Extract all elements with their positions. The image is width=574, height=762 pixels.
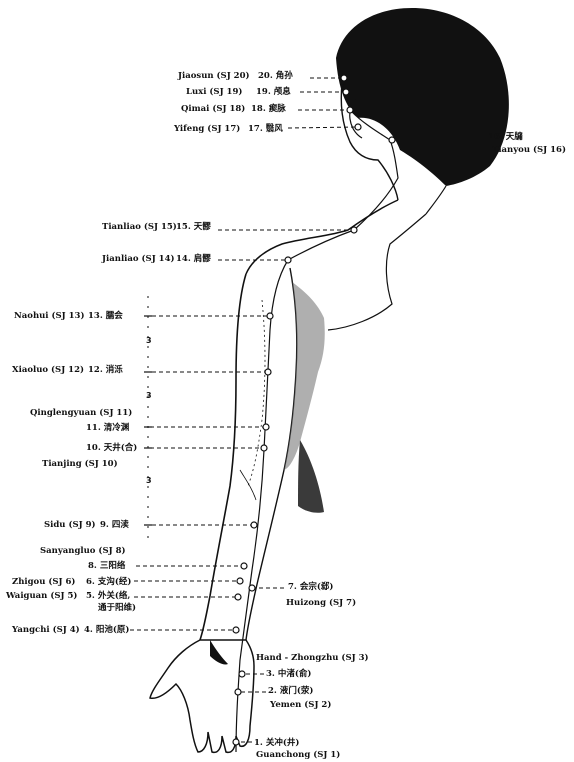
label-waiguan-cn: 5. 外关(络, [86,591,130,601]
acupoint-yifeng [355,124,361,130]
measure-mark: 3 [146,336,152,345]
label-waiguan-cn2: 通于阳维) [98,603,136,613]
acupoint-zhigou [237,578,243,584]
label-jiaosun-code: Jiaosun (SJ 20) [178,71,250,81]
label-yemen-code: Yemen (SJ 2) [270,700,331,710]
hand-shadow [210,640,228,665]
label-tianyou-cn: 16. 天牖 [488,132,523,142]
measure-mark: 3 [146,476,152,485]
label-zhongzhu-code: Hand - Zhongzhu (SJ 3) [256,653,369,663]
arm-outer-edge [200,274,246,640]
label-sanyangluo-code: Sanyangluo (SJ 8) [40,546,126,556]
acupoint-xiaoluo [265,369,271,375]
label-qinglengyuan-cn: 11. 清冷渊 [86,423,129,433]
label-qimai-cn: 18. 瘈脉 [251,104,286,114]
label-tianliao-code: Tianliao (SJ 15) [102,222,177,232]
label-jianliao-code: Jianliao (SJ 14) [102,254,175,264]
acupoint-guanchong [233,739,239,745]
label-tianyou-code: Tianyou (SJ 16) [492,145,566,155]
acupoint-tianyou [389,137,395,143]
label-yemen-cn: 2. 液门(荥) [268,686,313,696]
torso-shading [298,440,324,513]
muscle-line-1 [248,300,265,486]
label-jianliao-cn: 14. 肩髎 [176,254,211,264]
label-guanchong-code: Guanchong (SJ 1) [256,750,340,760]
acupoint-luxi [343,89,349,95]
label-zhigou-cn: 6. 支沟(经) [86,577,131,587]
label-huizong-cn: 7. 会宗(郄) [288,582,333,592]
arm-shading [284,268,325,470]
label-tianjing-code: Tianjing (SJ 10) [42,459,118,469]
label-yangchi-code: Yangchi (SJ 4) [12,625,80,635]
acupoint-qimai [347,107,353,113]
acupoint-sanyangluo [241,563,247,569]
label-waiguan-code: Waiguan (SJ 5) [6,591,77,601]
leader-line-yifeng [288,127,358,128]
label-jiaosun-cn: 20. 角孙 [258,71,293,81]
acupoint-sidu [251,522,257,528]
acupoint-waiguan [235,594,241,600]
label-naohui-cn: 13. 臑会 [88,311,123,321]
label-yangchi-cn: 4. 阳池(原) [84,625,129,635]
label-luxi-code: Luxi (SJ 19) [186,87,242,97]
label-xiaoluo-code: Xiaoluo (SJ 12) [12,365,84,375]
shoulder-outline [246,200,398,274]
label-zhigou-code: Zhigou (SJ 6) [12,577,75,587]
label-yifeng-code: Yifeng (SJ 17) [174,124,240,134]
acupoint-zhongzhu [239,671,245,677]
measure-mark: 3 [146,391,152,400]
label-zhongzhu-cn: 3. 中渚(俞) [266,669,311,679]
label-xiaoluo-cn: 12. 消泺 [88,365,123,375]
label-sidu-code: Sidu (SJ 9) [44,520,96,530]
acupoint-naohui [267,313,273,319]
label-tianjing-cn: 10. 天井(合) [86,443,137,453]
hair-silhouette [336,8,509,186]
acupoint-tianliao [351,227,357,233]
label-luxi-cn: 19. 颅息 [256,87,291,97]
label-huizong-code: Huizong (SJ 7) [286,598,356,608]
acupoint-yangchi [233,627,239,633]
acupoint-yemen [235,689,241,695]
acupoint-markers [233,75,395,745]
neck-back-outline [426,186,446,214]
label-tianliao-cn: 15. 天髎 [176,222,211,232]
acupoint-jiaosun [341,75,347,81]
label-naohui-code: Naohui (SJ 13) [14,311,85,321]
label-sidu-cn: 9. 四渎 [100,520,129,530]
acupoint-jianliao [285,257,291,263]
label-guanchong-cn: 1. 关冲(井) [254,738,299,748]
label-yifeng-cn: 17. 翳风 [248,124,283,134]
acupoint-tianjing [261,445,267,451]
label-qinglengyuan-code: Qinglengyuan (SJ 11) [30,408,132,418]
label-qimai-code: Qimai (SJ 18) [181,104,245,114]
acupoint-huizong [249,585,255,591]
acupoint-qinglengyuan [263,424,269,430]
label-sanyangluo-cn: 8. 三阳络 [88,561,125,571]
